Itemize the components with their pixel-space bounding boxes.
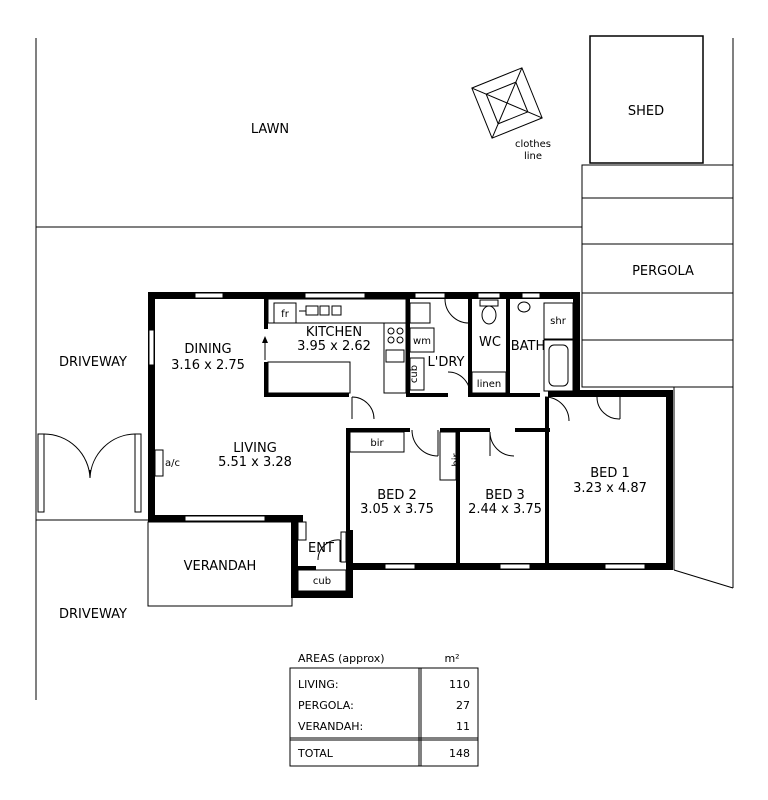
pergola xyxy=(581,164,734,388)
linen-cupboard xyxy=(471,371,507,394)
doors xyxy=(262,298,621,562)
wc-label: WC xyxy=(479,335,501,350)
driveway-top-label: DRIVEWAY xyxy=(59,355,127,370)
bed3-name: BED 3 xyxy=(485,488,525,503)
verandah-label: VERANDAH xyxy=(184,559,257,574)
living-size: 5.51 x 3.28 xyxy=(218,455,292,470)
areas-row-value: 27 xyxy=(456,699,470,712)
linen-label: linen xyxy=(477,379,501,390)
bed3-size: 2.44 x 3.75 xyxy=(468,502,542,517)
shower-label: shr xyxy=(550,316,567,327)
shed-label: SHED xyxy=(628,104,664,119)
areas-title: AREAS (approx) xyxy=(298,652,385,665)
bath-label: BATH xyxy=(511,339,546,354)
fridge-label: fr xyxy=(281,309,290,320)
areas-total-label: TOTAL xyxy=(297,747,334,760)
ent-label: ENT xyxy=(308,541,334,556)
areas-table xyxy=(289,667,479,767)
robes xyxy=(154,431,457,592)
areas-row-value: 110 xyxy=(449,678,470,691)
windows xyxy=(148,292,646,570)
cub-label: cub xyxy=(409,365,420,383)
bed2-size: 3.05 x 3.75 xyxy=(360,502,434,517)
areas-row-label: LIVING: xyxy=(298,678,339,691)
living-name: LIVING xyxy=(233,441,277,456)
pergola-label: PERGOLA xyxy=(632,264,694,279)
bed1-name: BED 1 xyxy=(590,466,630,481)
driveway-bottom-label: DRIVEWAY xyxy=(59,607,127,622)
kitchen-size: 3.95 x 2.62 xyxy=(297,339,371,354)
clothes-line xyxy=(471,67,543,139)
washing-machine xyxy=(409,327,435,353)
kitchen-name: KITCHEN xyxy=(306,325,362,340)
areas-total-value: 148 xyxy=(449,747,470,760)
bed2-name: BED 2 xyxy=(377,488,417,503)
kitchen-fixtures xyxy=(267,298,435,394)
shed xyxy=(589,35,704,164)
bed1-size: 3.23 x 4.87 xyxy=(573,481,647,496)
dining-size: 3.16 x 2.75 xyxy=(171,358,245,373)
dining-name: DINING xyxy=(184,342,231,357)
bir-bed3-label: bir xyxy=(451,452,462,466)
areas-row-label: PERGOLA: xyxy=(298,699,354,712)
right-yard xyxy=(673,387,734,589)
lawn-label: LAWN xyxy=(251,122,289,137)
bathroom-fixtures xyxy=(471,299,574,394)
fridge xyxy=(273,302,297,324)
areas-row-value: 11 xyxy=(456,720,470,733)
shower xyxy=(543,302,574,340)
areas-row-label: VERANDAH: xyxy=(298,720,363,733)
ac-label: a/c xyxy=(165,458,180,469)
clothes-line-label-1: clothes xyxy=(515,139,551,150)
driveway-gates xyxy=(37,433,142,513)
bathtub xyxy=(543,339,574,392)
ent-cub-label: cub xyxy=(313,576,331,587)
laundry-cupboard xyxy=(409,357,425,391)
clothes-line-label-2: line xyxy=(524,151,542,162)
areas-unit: m² xyxy=(444,652,459,665)
wm-label: wm xyxy=(413,336,431,347)
interior-walls xyxy=(264,299,550,570)
bir-bed2-label: bir xyxy=(370,438,384,449)
ldry-label: L'DRY xyxy=(428,355,465,370)
